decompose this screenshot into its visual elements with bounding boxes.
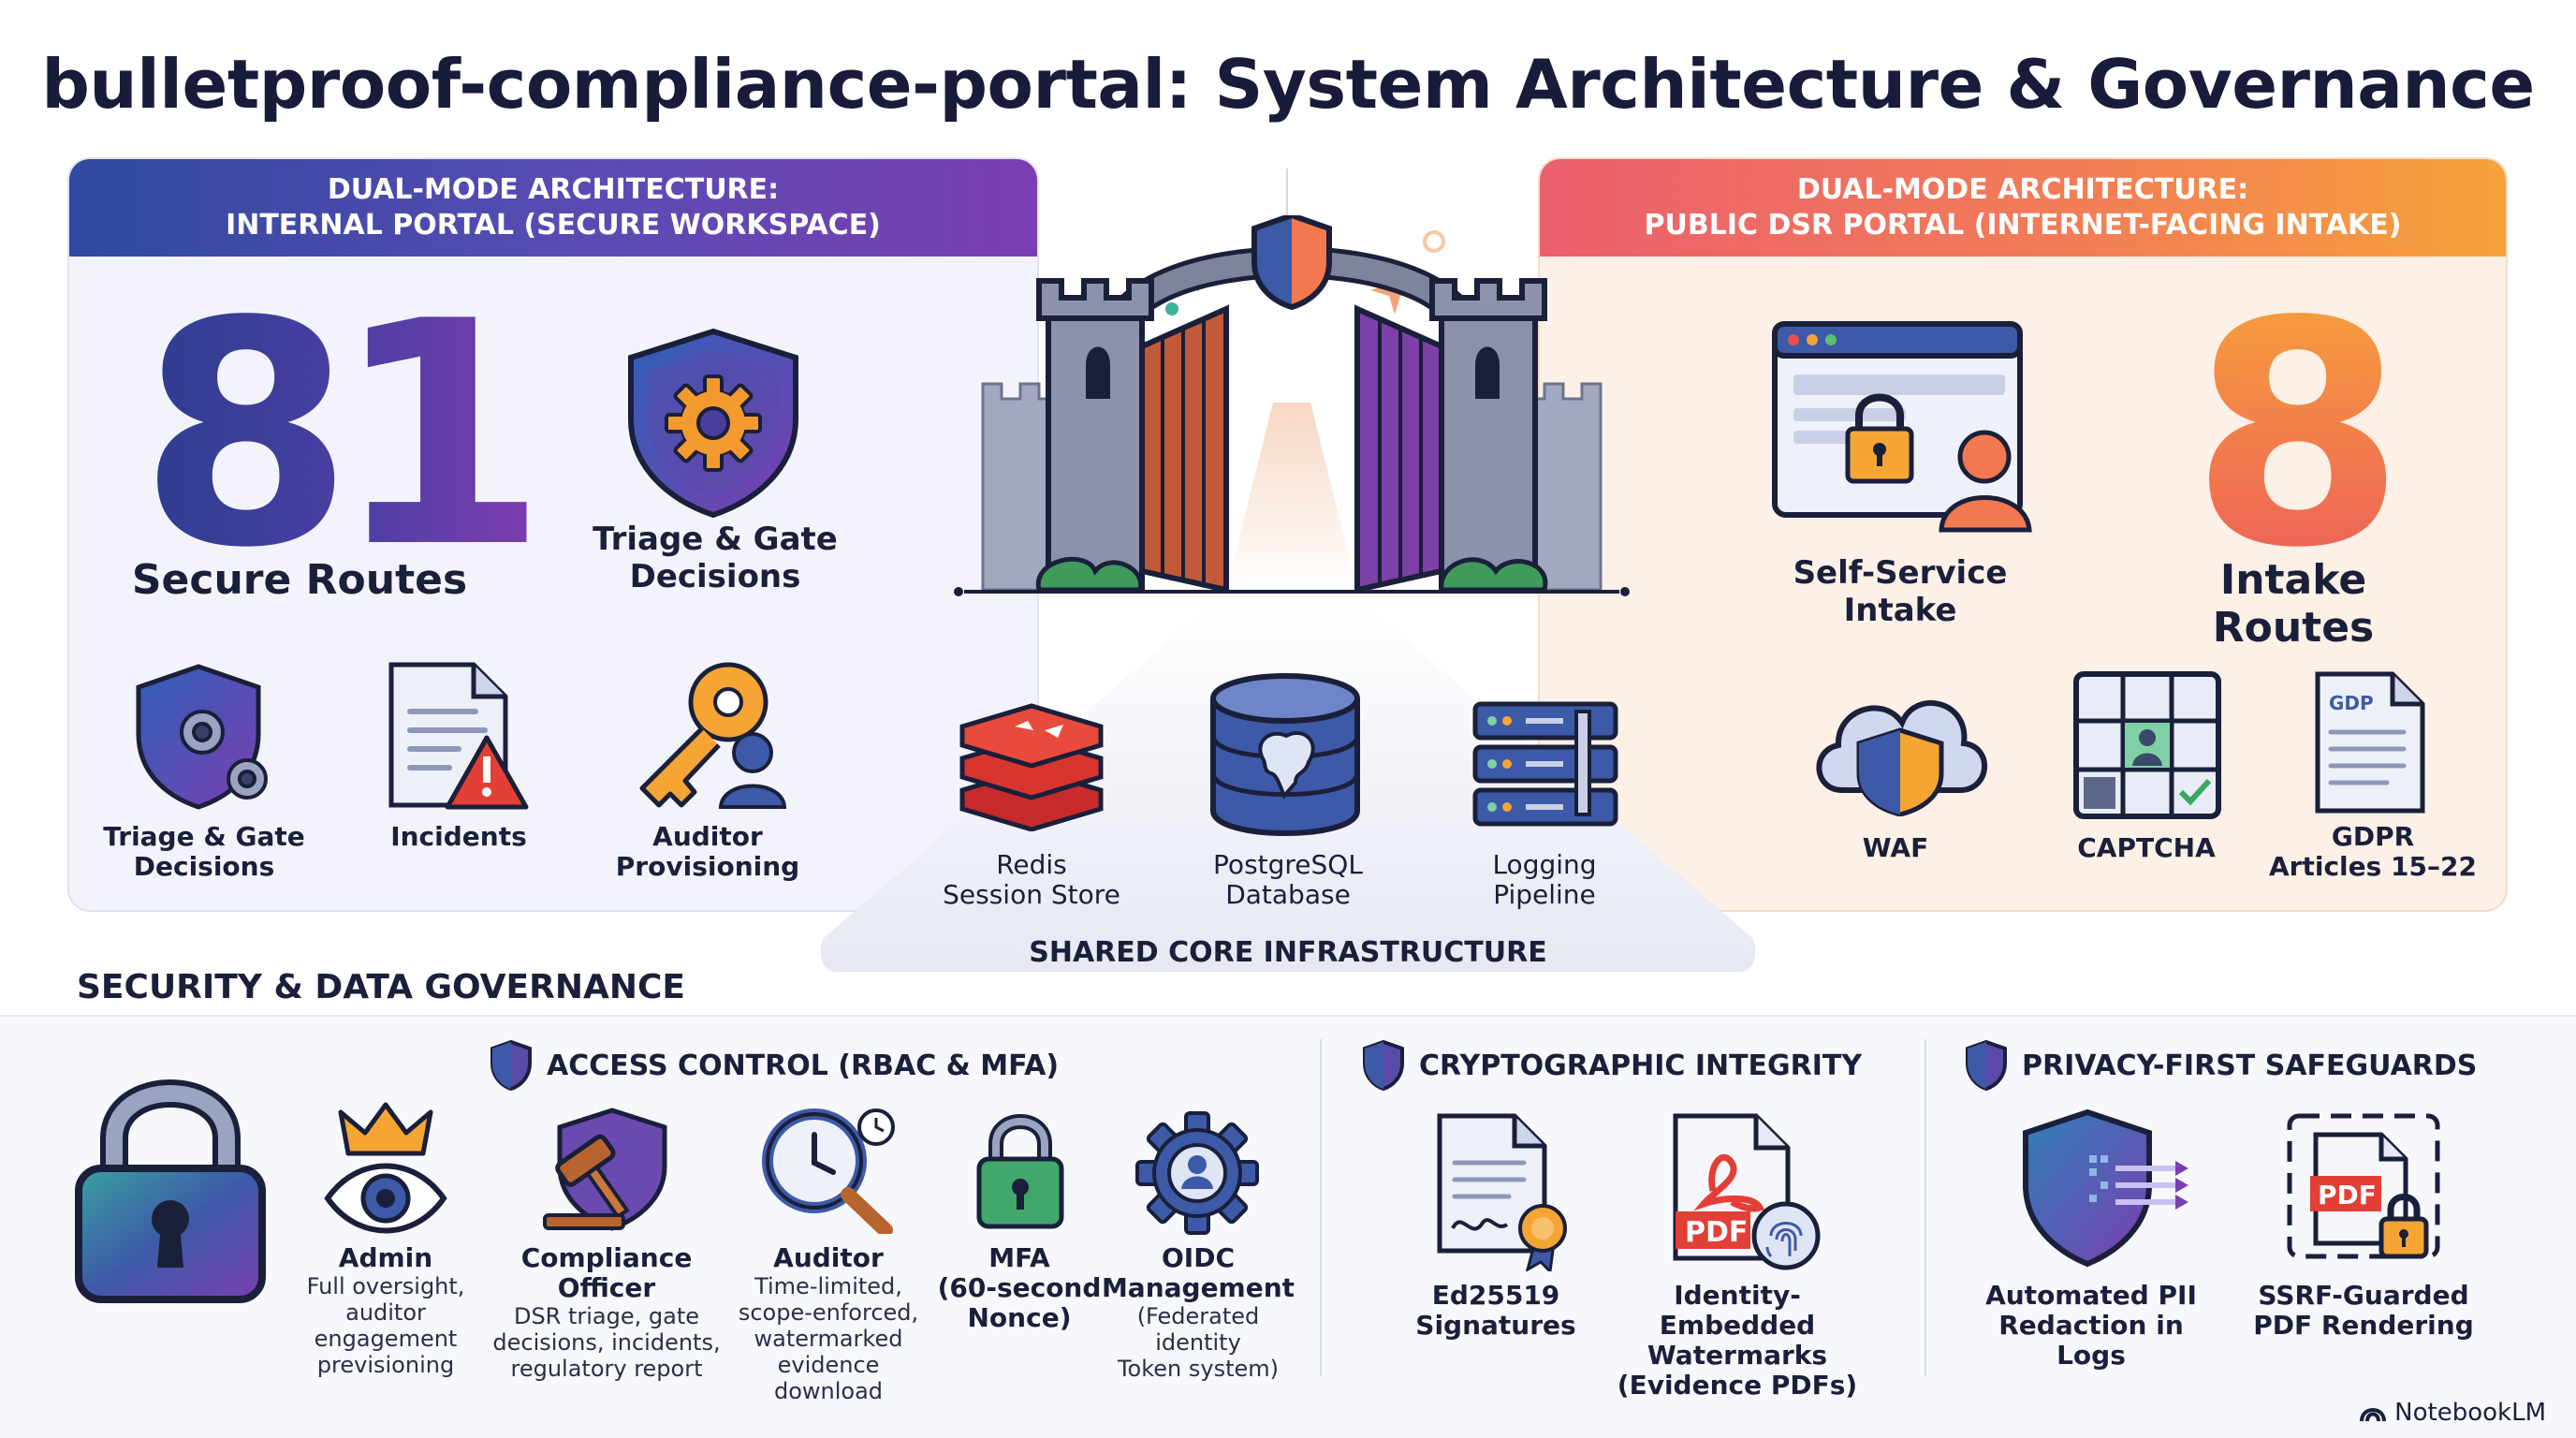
notebooklm-icon <box>2360 1408 2387 1422</box>
shield-icon <box>1966 1039 2007 1092</box>
crown-eye-icon <box>324 1102 447 1234</box>
center-divider <box>1286 169 1288 253</box>
feature-label: WAF <box>1862 832 1929 863</box>
cloud-shield-icon <box>1816 699 1988 816</box>
intake-routes-count: 8 <box>2190 256 2406 615</box>
browser-lock-user-icon <box>1772 321 2032 533</box>
crypto-item-ed25519: Ed25519 Signatures <box>1415 1280 1576 1341</box>
feature-label: Triage & Gate Decisions <box>103 821 305 882</box>
role-admin: Admin Full oversight, auditor engagement… <box>306 1242 465 1379</box>
role-mfa: MFA (60-second Nonce) <box>937 1242 1102 1333</box>
pdf-label: PDF <box>1685 1216 1748 1249</box>
document-warning-icon <box>388 662 529 810</box>
feature-label: GDPR Articles 15–22 <box>2269 821 2477 882</box>
server-rack-icon <box>1472 701 1618 827</box>
header-line-2: PUBLIC DSR PORTAL (INTERNET-FACING INTAK… <box>1644 209 2402 242</box>
key-user-icon <box>639 662 787 809</box>
gavel-shield-icon <box>543 1108 667 1231</box>
brand-logo: NotebookLM <box>2359 1399 2546 1427</box>
pdf-label: PDF <box>2318 1180 2377 1211</box>
pdf-lock-icon: PDF <box>2287 1113 2440 1259</box>
section-divider <box>1320 1039 1322 1376</box>
self-service-intake-label: Self-Service Intake <box>1793 554 2008 629</box>
core-item-label: Logging Pipeline <box>1492 849 1597 910</box>
governance-band <box>0 1015 2576 1438</box>
shield-redaction-icon <box>2023 1108 2188 1268</box>
crypto-item-watermarks: Identity-Embedded Watermarks (Evidence P… <box>1617 1280 1858 1401</box>
crypto-integrity-heading: CRYPTOGRAPHIC INTEGRITY <box>1361 1039 1862 1092</box>
core-item-label: Redis Session Store <box>943 849 1120 910</box>
secure-routes-label: Secure Routes <box>131 556 468 604</box>
signed-document-icon <box>1437 1113 1567 1271</box>
governance-title: SECURITY & DATA GOVERNANCE <box>77 968 685 1006</box>
header-line-1: DUAL-MODE ARCHITECTURE: <box>1796 173 2249 206</box>
gdpr-doc-text: GDP <box>2329 692 2374 714</box>
shield-gear-icon <box>136 664 268 810</box>
gear-user-icon <box>1135 1111 1259 1235</box>
pdf-fingerprint-icon: PDF <box>1673 1113 1821 1270</box>
castle-gate-icon <box>954 215 1630 596</box>
access-control-heading: ACCESS CONTROL (RBAC & MFA) <box>489 1039 1059 1092</box>
redis-icon <box>959 703 1104 831</box>
intake-routes-label: Intake Routes <box>2212 556 2375 652</box>
shield-icon <box>1363 1039 1404 1092</box>
header-line-2: INTERNAL PORTAL (SECURE WORKSPACE) <box>226 209 881 242</box>
clock-magnifier-icon <box>762 1108 895 1234</box>
public-portal-header: DUAL-MODE ARCHITECTURE: PUBLIC DSR PORTA… <box>1540 159 2506 257</box>
captcha-grid-icon <box>2073 671 2221 819</box>
shared-core-title: SHARED CORE INFRASTRUCTURE <box>1029 936 1547 969</box>
feature-label: Incidents <box>390 821 527 852</box>
secure-routes-count: 81 <box>139 256 548 615</box>
gdpr-document-icon: GDP <box>2315 671 2425 814</box>
shield-gear-icon <box>628 328 798 519</box>
header-line-1: DUAL-MODE ARCHITECTURE: <box>327 173 780 206</box>
core-item-label: PostgreSQL Database <box>1213 849 1363 910</box>
privacy-safeguards-heading: PRIVACY-FIRST SAFEGUARDS <box>1964 1039 2477 1092</box>
section-divider <box>1925 1039 1926 1376</box>
postgresql-icon <box>1210 673 1360 836</box>
role-auditor: Auditor Time-limited, scope-enforced, wa… <box>738 1242 919 1405</box>
padlock-icon <box>976 1114 1064 1229</box>
triage-gate-top-label: Triage & Gate Decisions <box>593 521 838 595</box>
page-title: bulletproof-compliance-portal: System Ar… <box>41 45 2535 124</box>
shield-icon <box>490 1039 532 1092</box>
role-compliance-officer: Compliance Officer DSR triage, gate deci… <box>492 1242 721 1383</box>
feature-label: Auditor Provisioning <box>615 821 800 882</box>
internal-portal-header: DUAL-MODE ARCHITECTURE: INTERNAL PORTAL … <box>69 159 1037 257</box>
feature-label: CAPTCHA <box>2077 832 2216 863</box>
privacy-item-pii: Automated PII Redaction in Logs <box>1985 1280 2197 1371</box>
privacy-item-ssrf: SSRF-Guarded PDF Rendering <box>2253 1280 2474 1341</box>
padlock-icon <box>75 1079 266 1303</box>
role-oidc: OIDC Management (Federated identity Toke… <box>1101 1242 1295 1383</box>
